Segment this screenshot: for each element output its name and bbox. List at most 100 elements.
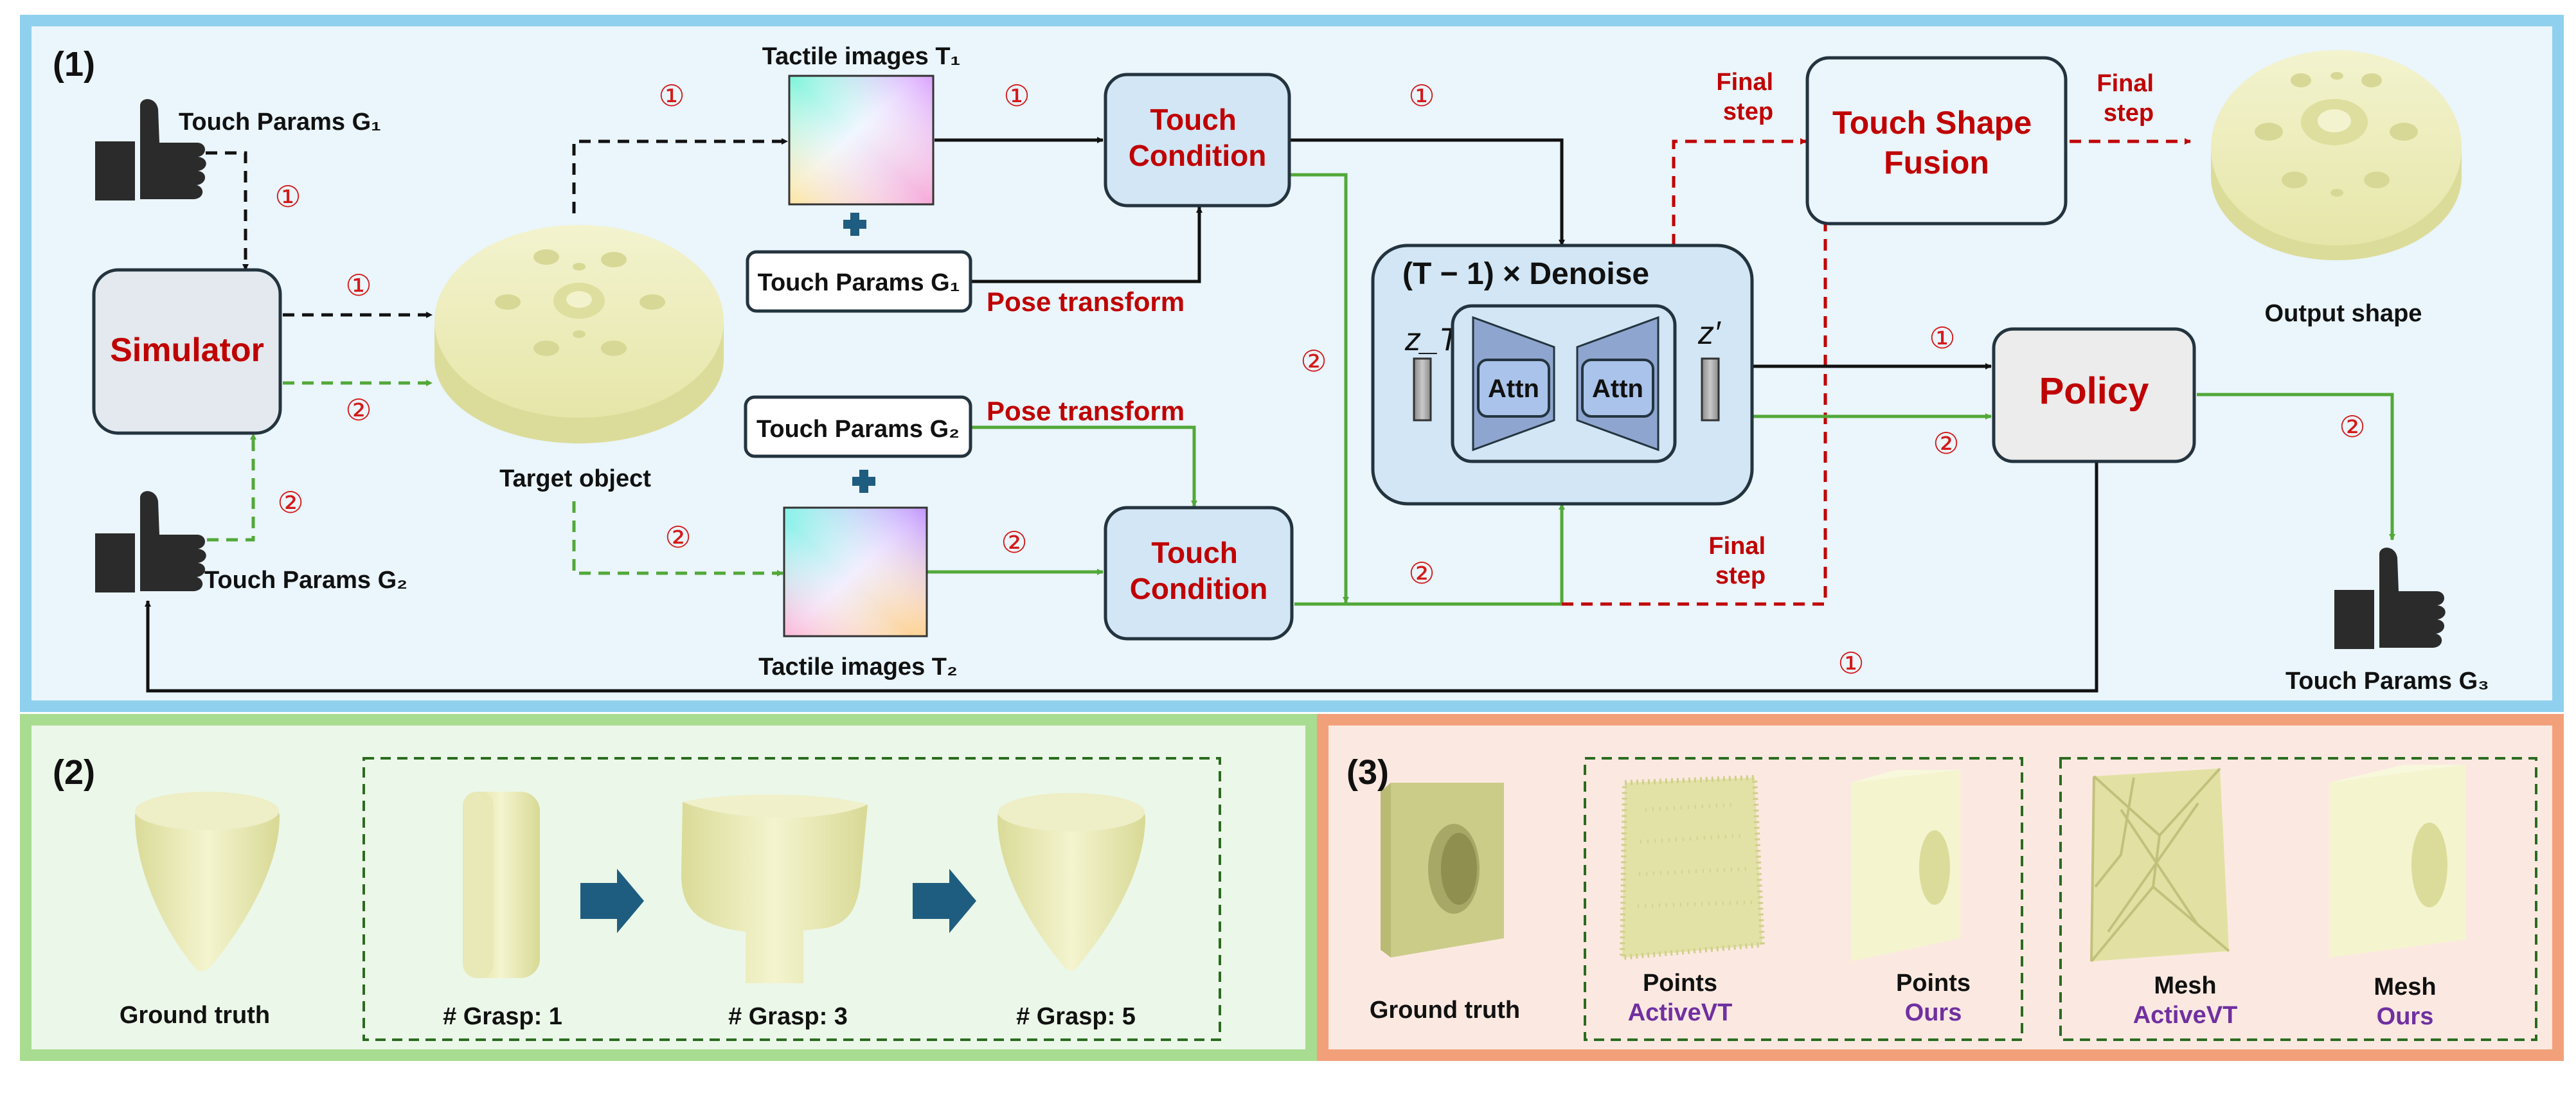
tactile-image-t1: [788, 75, 935, 206]
panel2-ground-truth-label: Ground truth: [120, 1002, 270, 1029]
tactile-image-t2: [783, 506, 928, 637]
panel2-grasp-sequence-frame: [362, 757, 1221, 1041]
step-marker-5: ①: [658, 79, 684, 112]
step-marker-13: ②: [1933, 427, 1959, 460]
touch-condition-text-1: Touch: [1150, 103, 1237, 136]
touch-shape-fusion-text-line-2: Fusion: [1884, 145, 1989, 181]
plus-icon-2: [852, 470, 875, 493]
touch-condition-box-1: [1104, 73, 1291, 208]
panel-1-label: (1): [53, 45, 95, 84]
panel2-grasp-5-label: # Grasp: 5: [1016, 1003, 1136, 1030]
panel-3-label: (3): [1346, 753, 1389, 792]
z-t-bar: [1413, 357, 1432, 422]
plus-icon-1: [843, 213, 866, 236]
arrow-block-2: [913, 869, 976, 933]
panel3-mesh-ours-method: Ours: [2377, 1003, 2434, 1030]
arrow-final-step-to-fusion-bottom: [1562, 218, 1829, 606]
step-marker-14: ②: [2339, 410, 2365, 443]
arrow-condition-1-to-denoise: [1289, 138, 1565, 246]
step-marker-4: ②: [277, 486, 303, 519]
touch-shape-fusion-box: [1805, 56, 2068, 226]
attn-label-left: Attn: [1488, 375, 1539, 403]
touch-condition-text-2-line-2: Condition: [1130, 572, 1268, 605]
policy-label: Policy: [2039, 370, 2149, 412]
final-step-label-2: Final step: [2097, 70, 2160, 127]
panel2-grasp-5-shape: [997, 793, 1145, 971]
panel2-ground-truth-shape: [135, 792, 280, 972]
panel2-grasp-3-label: # Grasp: 3: [728, 1003, 848, 1030]
simulator-label: Simulator: [110, 332, 264, 369]
target-object-label: Target object: [499, 465, 651, 492]
step-marker-8: ②: [1001, 526, 1027, 559]
panel2-grasp-3-shape: [681, 794, 868, 983]
step-marker-6: ②: [665, 521, 691, 554]
final-step-text-2: Final: [2097, 70, 2154, 97]
pose-transform-label-1: Pose transform: [987, 287, 1185, 317]
step-marker-7: ①: [1003, 79, 1030, 112]
step-marker-2: ①: [345, 269, 371, 302]
touch-condition-label-2: Touch Condition: [1130, 536, 1268, 605]
panel3-mesh-activevt-method: ActiveVT: [2133, 1002, 2238, 1029]
arrow-condition-1-green-branch: [1289, 173, 1349, 603]
output-shape: [2211, 50, 2462, 260]
panel3-points-ours-shape: [1851, 770, 1960, 961]
attn-label-right: Attn: [1592, 375, 1643, 403]
output-shape-label: Output shape: [2265, 300, 2422, 327]
pose-transform-label-2: Pose transform: [987, 396, 1185, 426]
arrow-policy-feedback-to-g2: [145, 463, 2098, 693]
hand-g3-icon: [2334, 548, 2446, 649]
touch-condition-text-2: Touch: [1151, 536, 1238, 569]
panel3-mesh-activevt-label: Mesh: [2154, 972, 2216, 999]
arrow-g1-to-simulator: [206, 151, 249, 271]
step-marker-9: ①: [1408, 79, 1435, 112]
final-step-label-3: Final step: [1708, 533, 1772, 589]
panel3-points-ours-method: Ours: [1905, 999, 1962, 1026]
policy-box: [1992, 327, 2196, 463]
step-marker-3: ②: [345, 393, 371, 427]
hand-g2-icon: [95, 491, 206, 592]
panel3-mesh-ours-label: Mesh: [2374, 974, 2436, 1001]
final-step-text-1-line-2: step: [1723, 98, 1773, 125]
panel2-grasp-1-shape: [463, 792, 540, 978]
step-marker-10: ②: [1300, 344, 1327, 378]
panel3-ground-truth-shape: [1381, 783, 1504, 957]
arrow-g2-to-simulator: [207, 433, 256, 542]
panel3-points-activevt-label: Points: [1643, 970, 1717, 997]
z-prime-bar: [1701, 357, 1720, 422]
final-step-text-3-line-2: step: [1715, 562, 1766, 589]
step-marker-1: ①: [274, 180, 301, 213]
tactile-images-t2-label: Tactile images T₂: [758, 654, 958, 681]
arrow-target-to-tactile-t2: [572, 501, 783, 576]
panel2-grasp-1-label: # Grasp: 1: [443, 1003, 562, 1030]
touch-condition-box-2: [1104, 506, 1294, 641]
final-step-label-1: Final step: [1716, 69, 1780, 125]
touch-params-g1-box-label: Touch Params G₁: [758, 269, 960, 296]
touch-params-g2-box-label: Touch Params G₂: [756, 416, 960, 443]
z-prime-label: z′: [1697, 315, 1721, 351]
arrow-denoise-to-fusion: [1672, 138, 1807, 245]
step-marker-11: ②: [1408, 556, 1435, 590]
touch-shape-fusion-text: Touch Shape: [1832, 105, 2032, 141]
panel3-ground-truth-label: Ground truth: [1370, 997, 1520, 1024]
tactile-images-t1-label: Tactile images T₁: [762, 43, 961, 70]
touch-condition-label-1: Touch Condition: [1129, 103, 1267, 172]
arrow-target-to-tactile-t1: [572, 138, 788, 213]
final-step-text-2-line-2: step: [2104, 100, 2154, 127]
touch-params-g3-label: Touch Params G₃: [2285, 668, 2489, 695]
panel3-points-activevt-method: ActiveVT: [1628, 999, 1733, 1026]
touch-shape-fusion-label: Touch Shape Fusion: [1832, 105, 2041, 181]
panel3-points-frame: [1584, 757, 2023, 1041]
arrow-block-1: [580, 869, 644, 933]
final-step-text-3: Final: [1708, 533, 1766, 560]
arrow-policy-to-g3: [2197, 393, 2395, 540]
touch-params-g2-box: [744, 395, 972, 458]
touch-condition-text-1-line-2: Condition: [1129, 139, 1267, 172]
touch-params-g2-label: Touch Params G₂: [204, 567, 407, 594]
panel-2-label: (2): [53, 753, 95, 792]
panel3-mesh-activevt-shape: [2090, 767, 2230, 963]
step-marker-12: ①: [1929, 321, 1955, 355]
arrow-params-g1-to-condition-1: [970, 206, 1203, 283]
denoise-label: (T − 1) × Denoise: [1402, 257, 1649, 291]
panel3-points-ours-label: Points: [1896, 970, 1971, 997]
